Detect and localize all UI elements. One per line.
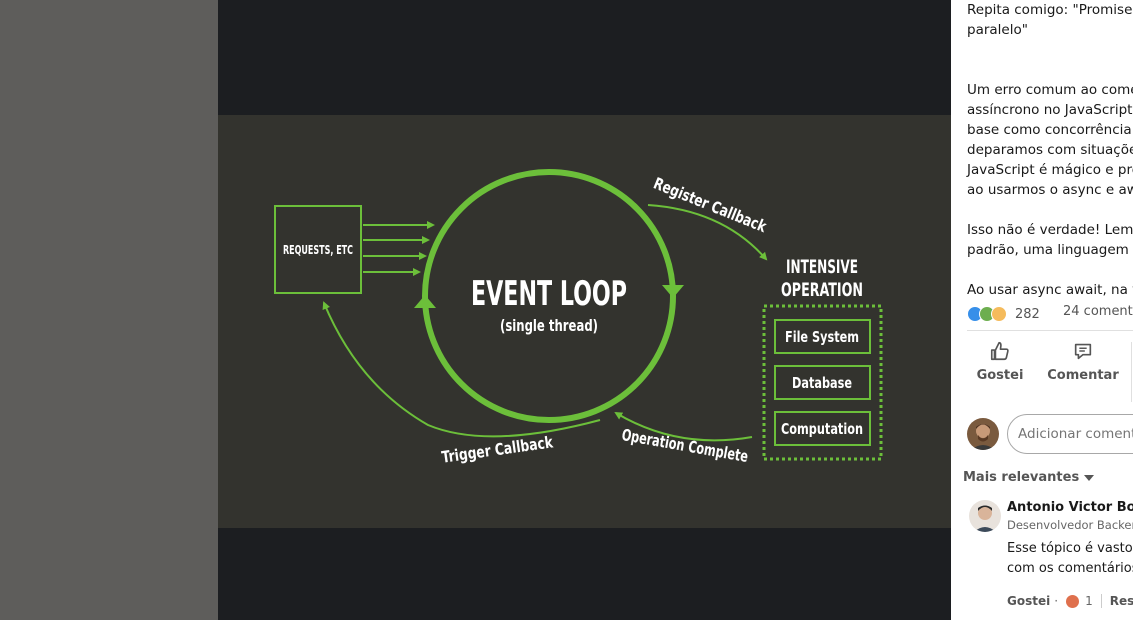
comment-like-button[interactable]: Gostei xyxy=(1007,594,1051,608)
commenter-name[interactable]: Antonio Victor Bor xyxy=(1007,500,1133,515)
event-loop-title: EVENT LOOP xyxy=(471,274,627,314)
comment-actions: Gostei · 1 Respo xyxy=(1007,592,1133,610)
comment-icon xyxy=(1074,343,1092,360)
requests-box xyxy=(274,205,362,294)
computation-label: Computation xyxy=(781,420,863,438)
operation-complete-arrow xyxy=(614,411,753,442)
post-text-line: base como concorrência ou xyxy=(967,122,1133,138)
intensive-operation-box xyxy=(762,304,883,461)
page-backdrop xyxy=(0,0,218,620)
divider xyxy=(967,330,1133,331)
image-viewer: REQUESTS, ETC EVENT LOOP (single thread)… xyxy=(218,0,951,620)
post-text-line: paralelo" xyxy=(967,22,1028,38)
add-comment-input[interactable] xyxy=(1007,414,1133,454)
post-text-line: Repita comigo: "Promise.a xyxy=(967,2,1133,18)
post-text-line: Ao usar async await, na ver xyxy=(967,282,1133,298)
loop-arrow-left xyxy=(414,295,436,308)
post-text-line: padrão, uma linguagem sin xyxy=(967,242,1133,258)
loop-arrow-right xyxy=(662,285,684,298)
database-box xyxy=(774,365,871,400)
event-loop-subtitle: (single thread) xyxy=(500,316,598,335)
file-system-box xyxy=(774,319,871,354)
request-arrows xyxy=(363,221,435,276)
comment-button[interactable]: Comentar xyxy=(1043,340,1123,383)
comment-button-label: Comentar xyxy=(1047,368,1119,383)
file-system-label: File System xyxy=(785,328,859,346)
action-divider xyxy=(1131,342,1132,402)
post-text-line: JavaScript é mágico e proc xyxy=(967,162,1133,178)
comment-like-count: 1 xyxy=(1085,594,1093,608)
register-callback-label: Register Callback xyxy=(651,174,770,237)
register-callback-arrow xyxy=(647,204,768,261)
post-side-panel: Repita comigo: "Promise.a paralelo" Um err… xyxy=(951,0,1133,620)
insightful-reaction-icon xyxy=(991,306,1007,322)
comment-text-line: com os comentários xyxy=(1007,561,1133,576)
love-reaction-icon xyxy=(1066,594,1080,608)
vertical-divider xyxy=(1100,594,1102,608)
event-loop-diagram: REQUESTS, ETC EVENT LOOP (single thread)… xyxy=(218,115,951,528)
sort-label: Mais relevantes xyxy=(963,470,1080,485)
post-text-line: deparamos com situações xyxy=(967,142,1133,158)
current-user-avatar[interactable] xyxy=(967,418,999,450)
separator-dot: · xyxy=(1054,594,1059,608)
requests-label: REQUESTS, ETC xyxy=(283,243,353,257)
comments-count-link[interactable]: 24 comentá xyxy=(1063,304,1133,319)
operation-complete-label: Operation Complete xyxy=(620,425,750,466)
comment-text-line: Esse tópico é vasto, xyxy=(1007,541,1133,556)
post-text-line: Um erro comum ao começ xyxy=(967,82,1133,98)
like-button-label: Gostei xyxy=(976,368,1024,383)
trigger-callback-arrow xyxy=(322,301,601,438)
post-text-line: Isso não é verdade! Lembr xyxy=(967,222,1133,238)
intensive-label-line2: OPERATION xyxy=(781,279,863,301)
trigger-callback-label: Trigger Callback xyxy=(440,432,554,466)
sort-dropdown[interactable]: Mais relevantes xyxy=(963,470,1095,485)
comment-reply-button[interactable]: Respo xyxy=(1109,594,1133,608)
reactions-count: 282 xyxy=(1015,306,1040,322)
post-text-line: assíncrono no JavaScript, a xyxy=(967,102,1133,118)
thumbs-up-icon xyxy=(990,341,1009,361)
intensive-label-line1: INTENSIVE xyxy=(786,256,858,278)
post-text-line: ao usarmos o async e awai xyxy=(967,182,1133,198)
database-label: Database xyxy=(792,374,852,392)
reactions-summary[interactable]: 282 xyxy=(967,304,1040,324)
like-button[interactable]: Gostei xyxy=(960,340,1040,383)
computation-box xyxy=(774,411,871,446)
commenter-headline: Desenvolvedor Backend xyxy=(1007,518,1133,532)
commenter-avatar[interactable] xyxy=(969,500,1001,532)
caret-down-icon xyxy=(1084,474,1095,481)
